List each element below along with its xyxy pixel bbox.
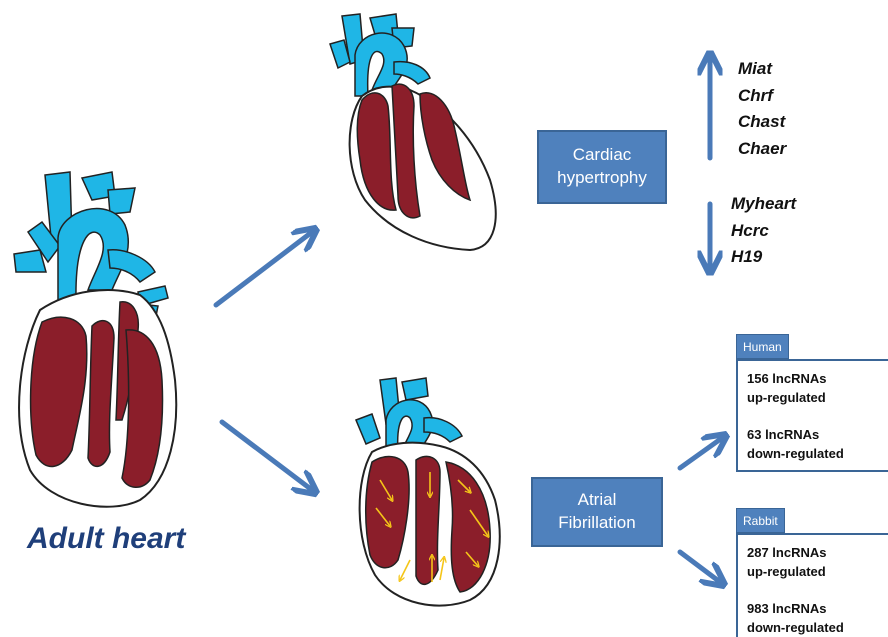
human-tab: Human [736,334,789,359]
heart-fibrillation-icon [356,378,500,606]
rabbit-tab: Rabbit [736,508,785,533]
cardiac-hypertrophy-box: Cardiac hypertrophy [537,130,667,204]
cardiac-hypertrophy-line2: hypertrophy [557,167,647,190]
title-adult-heart: Adult heart [27,522,185,556]
gene-up: Chrf [738,83,786,110]
gene-up: Chaer [738,136,786,163]
gene-up: Chast [738,109,786,136]
human-up-label: up-regulated [747,388,888,407]
human-panel: 156 lncRNAs up-regulated 63 lncRNAs down… [736,359,888,472]
arrow-to-fibrillation-icon [222,422,312,490]
atrial-fibrillation-box: Atrial Fibrillation [531,477,663,547]
arrow-to-rabbit-icon [680,552,720,582]
gene-down: Hcrc [731,218,796,245]
human-down-label: down-regulated [747,444,888,463]
heart-hypertrophy-icon [330,14,496,250]
rabbit-up-label: up-regulated [747,562,888,581]
up-genes-list: Miat Chrf Chast Chaer [738,56,786,162]
gene-down: H19 [731,244,796,271]
atrial-fibrillation-line1: Atrial [558,489,635,512]
arrow-to-human-icon [680,438,722,468]
rabbit-up-count: 287 lncRNAs [747,543,888,562]
rabbit-panel: 287 lncRNAs up-regulated 983 lncRNAs dow… [736,533,888,637]
atrial-fibrillation-line2: Fibrillation [558,512,635,535]
heart-adult-icon [14,172,176,507]
gene-up: Miat [738,56,786,83]
arrow-to-hypertrophy-icon [216,232,312,305]
human-down-count: 63 lncRNAs [747,425,888,444]
rabbit-down-count: 983 lncRNAs [747,599,888,618]
down-genes-list: Myheart Hcrc H19 [731,191,796,271]
human-up-count: 156 lncRNAs [747,369,888,388]
gene-down: Myheart [731,191,796,218]
rabbit-down-label: down-regulated [747,618,888,637]
cardiac-hypertrophy-line1: Cardiac [557,144,647,167]
